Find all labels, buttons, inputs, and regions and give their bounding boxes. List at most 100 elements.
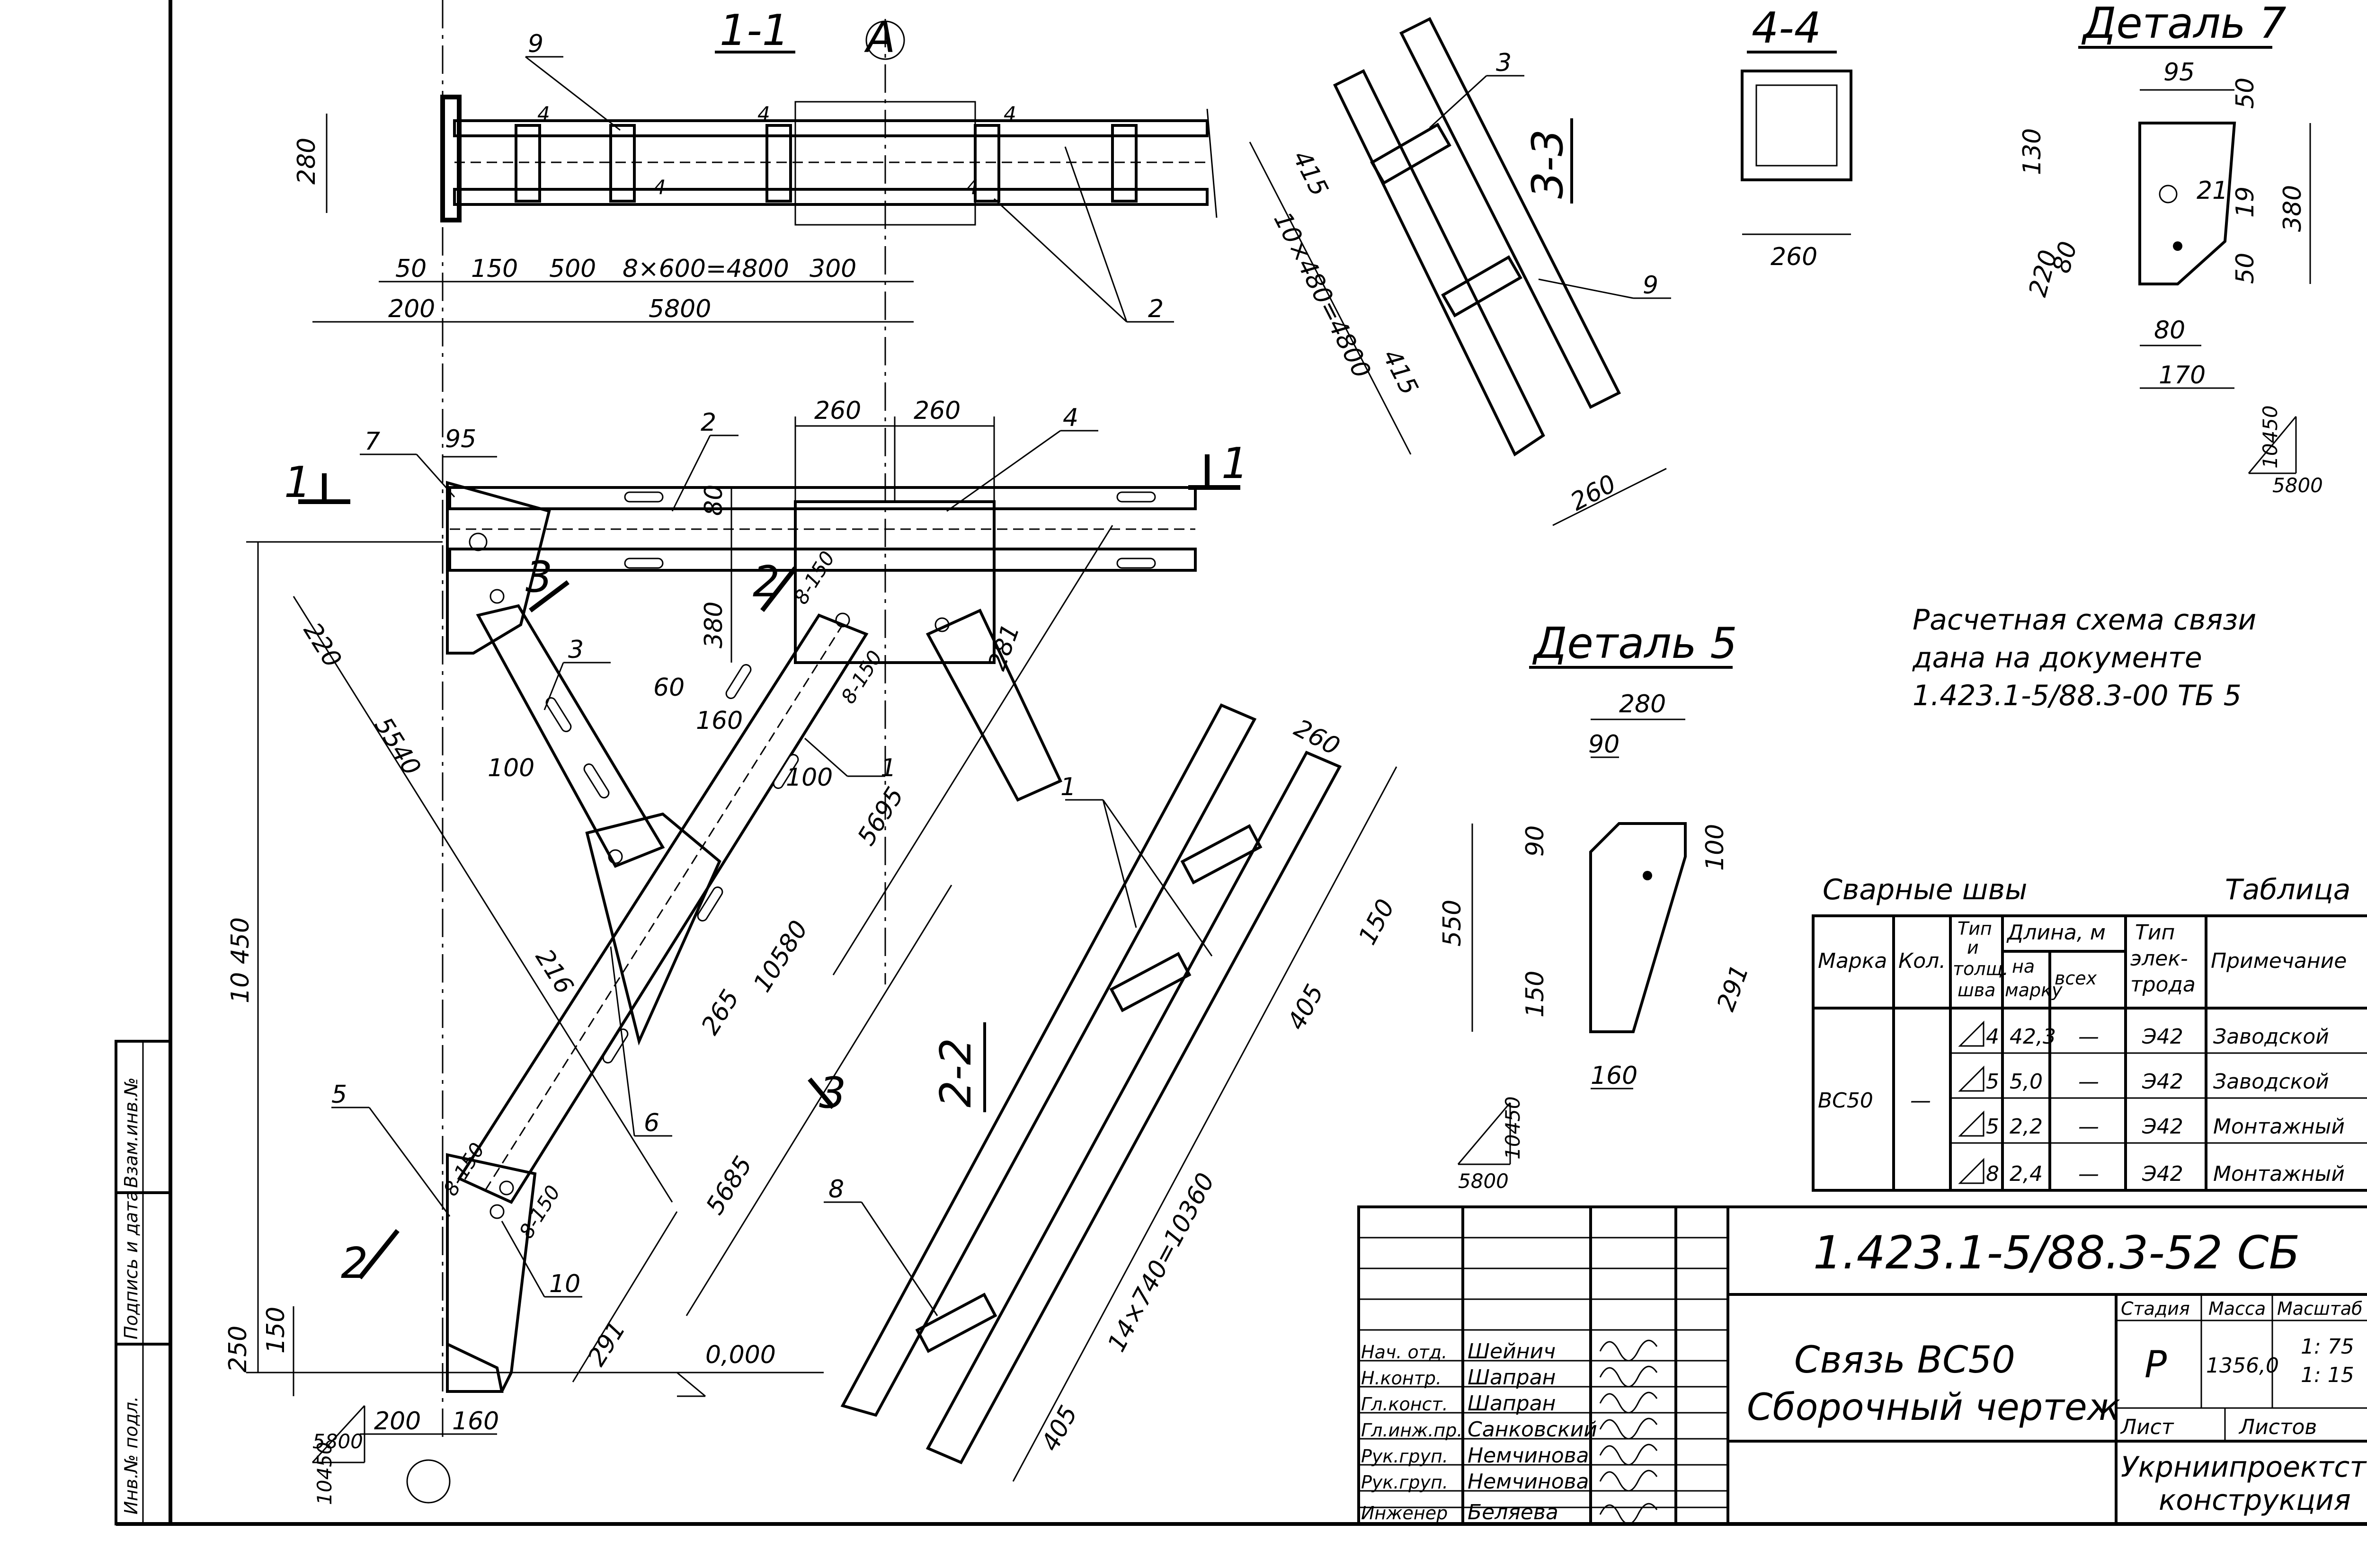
detail-7: Деталь 7 95 130 50 21 19 380 220 80 50 8… [2018, 0, 2323, 497]
dim-1-1-c: 500 [549, 255, 596, 283]
dim-1-1-a: 50 [395, 255, 427, 283]
weld-table-title: Сварные швы [1823, 873, 2027, 906]
svg-text:—: — [2078, 1162, 2099, 1186]
dim-main-80: 80 [700, 485, 728, 516]
pos-2-main: 2 [701, 408, 716, 437]
tb-mass-label: Масса [2208, 1298, 2266, 1319]
pos-1-section: 1 [1060, 773, 1076, 801]
svg-text:5,0: 5,0 [2010, 1070, 2043, 1094]
svg-text:42,3: 42,3 [2010, 1025, 2056, 1049]
th-qty: Кол. [1898, 949, 1946, 973]
svg-text:Немчинова: Немчинова [1468, 1470, 1589, 1494]
tb-sheet-label: Лист [2120, 1415, 2174, 1439]
dim-3-3-415-a: 415 [1287, 146, 1334, 201]
dim-main-95: 95 [445, 425, 476, 453]
pos-10: 10 [549, 1270, 580, 1298]
svg-text:Беляева: Беляева [1468, 1500, 1558, 1524]
svg-text:Инженер: Инженер [1361, 1503, 1448, 1524]
svg-text:Немчинова: Немчинова [1468, 1444, 1589, 1468]
weld-leg-5: 4 [1004, 102, 1016, 125]
pos-7: 7 [365, 427, 380, 456]
org-name-2: конструкция [2159, 1484, 2351, 1517]
svg-text:4: 4 [1986, 1025, 1999, 1049]
tb-stage: Р [2145, 1344, 2167, 1386]
svg-text:Нач. отд.: Нач. отд. [1361, 1342, 1447, 1363]
dim-main-150: 150 [262, 1307, 290, 1354]
dim-main-160: 160 [696, 707, 743, 735]
dim-main-260-a: 260 [814, 397, 861, 425]
dim-main-265: 265 [696, 985, 745, 1040]
dim-2-2-405-a: 405 [1282, 980, 1330, 1035]
dim-det5-291: 291 [1712, 961, 1754, 1015]
svg-text:1: 1 [1221, 439, 1248, 488]
signature-row: Нач. отд. Шейнич [1361, 1339, 1556, 1364]
dim-main-5540: 5540 [369, 712, 426, 780]
svg-text:Рук.груп.: Рук.груп. [1361, 1472, 1448, 1493]
svg-text:5: 5 [1986, 1070, 1999, 1094]
dim-1-1-height: 280 [293, 138, 321, 185]
dim-det7-130: 130 [2018, 128, 2047, 175]
tb-stage-label: Стадия [2121, 1298, 2190, 1319]
svg-text:Э42: Э42 [2142, 1162, 2183, 1186]
dim-main-260-b: 260 [914, 397, 961, 425]
document-code: 1.423.1-5/88.3-52 СБ [1813, 1226, 2300, 1279]
main-elevation: 0,000 95 260 260 80 380 10 450 220 5540 … [224, 0, 1248, 1505]
section-3-3: 3-3 415 10×480=4800 415 260 3 9 [1249, 17, 1671, 526]
th-mark: Марка [1818, 949, 1887, 973]
dim-main-216: 216 [530, 944, 578, 999]
bolt-holes [469, 532, 950, 1219]
th-type-2: и [1967, 937, 1979, 958]
svg-text:Шейнич: Шейнич [1468, 1339, 1556, 1364]
svg-text:5800: 5800 [2272, 474, 2323, 497]
weld-leg-2: 4 [653, 176, 666, 199]
dim-det5-90-a: 90 [1588, 730, 1620, 759]
dim-1-1-d: 8×600=4800 [623, 255, 789, 283]
dim-main-100-b: 100 [786, 763, 833, 792]
dim-det5-280: 280 [1619, 690, 1666, 718]
detail-5-title: Деталь 5 [1532, 619, 1737, 668]
svg-text:2: 2 [341, 1239, 368, 1288]
svg-text:Рук.груп.: Рук.груп. [1361, 1446, 1448, 1467]
svg-text:—: — [2078, 1025, 2099, 1049]
dim-main-200: 200 [374, 1407, 421, 1435]
weld-leg-4: 4 [966, 176, 979, 199]
section-marker-1-right: 1 [1188, 439, 1248, 490]
pos-8: 8 [828, 1175, 844, 1204]
svg-text:Э42: Э42 [2142, 1025, 2183, 1049]
weld-leg-3: 4 [757, 102, 770, 125]
svg-text:2: 2 [753, 557, 780, 607]
th-type-1: Тип [1958, 918, 1992, 939]
section-marker-3-lower: 3 [808, 1068, 846, 1118]
slope-mark-main: 5800 10450 [311, 1405, 365, 1505]
dim-det7-50-a: 50 [2231, 78, 2260, 109]
document-subtitle: Сборочный чертеж [1747, 1386, 2120, 1429]
td-mark: ВС50 [1818, 1089, 1873, 1113]
dim-det7-50-b: 50 [2231, 253, 2260, 284]
svg-text:Гл.инж.пр.: Гл.инж.пр. [1361, 1420, 1462, 1441]
pos-4: 4 [1063, 404, 1078, 432]
section-2-2-title: 2-2 [931, 1038, 981, 1107]
slope-mark-detail-5: 5800 10450 [1457, 1096, 1524, 1193]
dim-3-3-415-b: 415 [1377, 345, 1424, 400]
dim-main-8-150-d: 8-150 [515, 1181, 565, 1242]
axis-a-label: А [864, 13, 896, 62]
weld-table-row: 8 2,4 — Э42 Монтажный [1958, 1158, 2345, 1186]
org-name-1: Укрниипроектсталь- [2121, 1451, 2367, 1484]
dim-det7-95: 95 [2163, 58, 2195, 87]
tb-scale-1: 1: 75 [2301, 1335, 2354, 1359]
dim-det7-21: 21 [2197, 177, 2228, 205]
section-1-1: 1-1 А 280 50 150 500 8×600=4800 300 200 … [293, 6, 1218, 984]
dim-main-10580: 10580 [748, 916, 814, 997]
weld-table-row: 4 42,3 — Э42 Заводской [1958, 1020, 2329, 1049]
section-4-4: 4-4 260 [1741, 3, 1852, 271]
dim-2-2-260: 260 [1290, 714, 1344, 762]
svg-text:Монтажный: Монтажный [2213, 1162, 2345, 1186]
dim-main-8-150-b: 8-150 [836, 647, 887, 708]
handwritten-signatures [1599, 1339, 1658, 1525]
tb-scale-2: 1: 15 [2301, 1363, 2354, 1387]
svg-text:Э42: Э42 [2142, 1070, 2183, 1094]
note-line-1: Расчетная схема связи [1913, 603, 2256, 637]
section-3-3-title: 3-3 [1523, 129, 1573, 199]
dim-main-250: 250 [224, 1326, 252, 1373]
dim-2-2-spacing: 14×740=10360 [1103, 1169, 1220, 1356]
